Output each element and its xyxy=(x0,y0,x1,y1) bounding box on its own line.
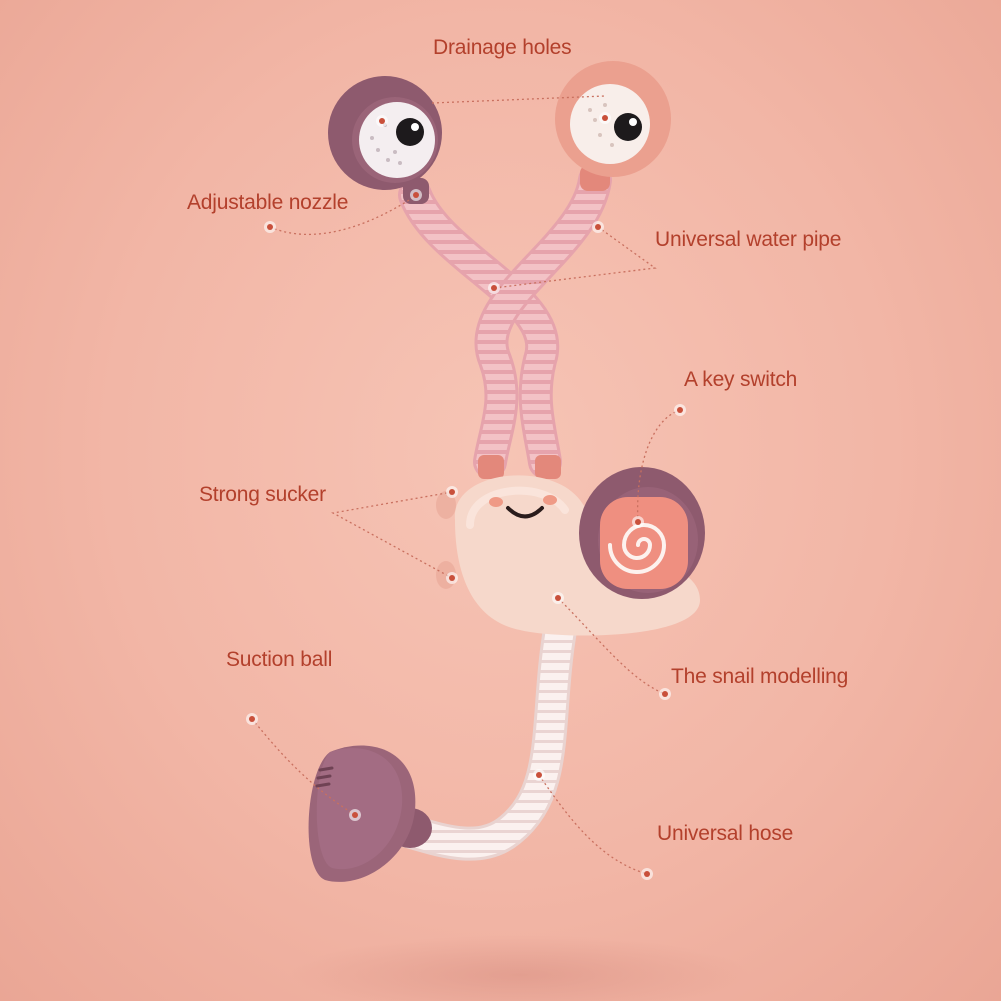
floor-shadow xyxy=(290,935,750,1001)
label-snail-modelling: The snail modelling xyxy=(671,665,849,688)
adjustable-nozzle-left xyxy=(328,76,442,204)
leader-lines xyxy=(251,95,681,875)
label-universal-hose: Universal hose xyxy=(657,822,794,845)
universal-hose xyxy=(388,613,577,861)
label-drainage-holes: Drainage holes xyxy=(433,36,572,59)
universal-water-pipe-left xyxy=(398,178,562,479)
adjustable-nozzle-right xyxy=(555,61,671,191)
label-strong-sucker: Strong sucker xyxy=(199,483,326,506)
universal-water-pipe-right xyxy=(473,163,612,479)
label-key-switch: A key switch xyxy=(684,368,798,391)
label-adjustable-nozzle: Adjustable nozzle xyxy=(187,191,349,214)
suction-ball xyxy=(308,745,432,882)
marker-dots xyxy=(246,112,686,880)
label-universal-water-pipe: Universal water pipe xyxy=(655,228,842,251)
label-suction-ball: Suction ball xyxy=(226,648,333,671)
snail-shell xyxy=(579,467,705,599)
